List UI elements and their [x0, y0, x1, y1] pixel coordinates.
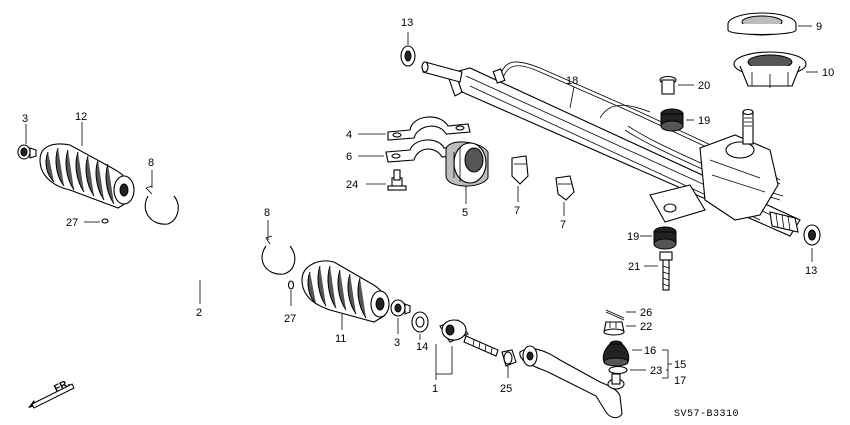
callout-4: 4 — [346, 129, 352, 141]
tie-rod-end — [519, 345, 625, 419]
nut-3-lower: 3 — [390, 299, 411, 349]
dust-boot-16: 16 — [602, 340, 656, 367]
castle-nut-22: 22 — [603, 321, 652, 336]
boot-11: 11 — [301, 260, 390, 345]
nut-25: 25 — [500, 349, 517, 395]
callout-20: 20 — [698, 80, 710, 92]
callout-21: 21 — [628, 261, 640, 273]
cap-20: 20 — [659, 75, 710, 95]
nut-3-upper: 3 — [17, 113, 37, 160]
mount-cushion-9: 9 — [727, 12, 822, 36]
clip-7b: 7 — [555, 175, 575, 231]
hose-2: 2 — [108, 231, 283, 319]
callout-23: 23 — [650, 365, 662, 377]
clamp-8-upper: 8 — [144, 157, 179, 225]
callout-18: 18 — [566, 75, 578, 87]
bracket-4: 4 — [346, 116, 471, 141]
callout-14: 14 — [416, 341, 428, 353]
clip-27-upper: 27 — [66, 217, 109, 229]
callout-2: 2 — [196, 307, 202, 319]
bushing-19-upper: 19 — [660, 108, 710, 132]
callout-19b: 19 — [627, 231, 639, 243]
clip-27-lower: 27 — [284, 280, 296, 325]
callout-19a: 19 — [698, 115, 710, 127]
bushing-19-lower: 19 — [627, 226, 677, 250]
callout-8b: 8 — [264, 207, 270, 219]
boot-12: 12 — [39, 111, 135, 209]
tie-rod-1: 1 — [432, 319, 499, 395]
seal-13-upper: 13 — [400, 17, 416, 67]
callout-3a: 3 — [22, 113, 28, 125]
direction-label: FR. — [52, 378, 71, 395]
callout-27b: 27 — [284, 313, 296, 325]
callout-1: 1 — [432, 383, 438, 395]
callout-15: 15 — [674, 359, 686, 371]
callout-10: 10 — [822, 67, 834, 79]
seal-13-lower: 13 — [803, 224, 821, 277]
assembly-15-17: 15 17 — [662, 349, 686, 387]
diagram-code: SV57-B3310 — [674, 409, 739, 420]
callout-22: 22 — [640, 321, 652, 333]
callout-11: 11 — [335, 333, 346, 345]
callout-16: 16 — [644, 345, 656, 357]
washer-14: 14 — [411, 311, 429, 353]
callout-13a: 13 — [401, 17, 413, 29]
ring-23: 23 — [608, 365, 662, 377]
bolt-21: 21 — [628, 251, 673, 291]
bolt-24: 24 — [346, 169, 407, 191]
callout-3b: 3 — [394, 337, 400, 349]
callout-5: 5 — [462, 207, 468, 219]
cotter-pin-26: 26 — [605, 307, 652, 321]
callout-24: 24 — [346, 179, 358, 191]
callout-7b: 7 — [560, 219, 566, 231]
callout-27a: 27 — [66, 217, 78, 229]
front-direction-arrow: FR. — [28, 378, 75, 409]
callout-17: 17 — [674, 375, 686, 387]
callout-13b: 13 — [805, 265, 817, 277]
steering-gearbox: 18 — [421, 61, 801, 237]
clamp-8-lower: 8 — [261, 207, 296, 275]
callout-9: 9 — [816, 21, 822, 33]
mount-cushion-10: 10 — [733, 51, 834, 88]
callout-8a: 8 — [148, 157, 154, 169]
callout-6: 6 — [346, 151, 352, 163]
callout-25: 25 — [500, 383, 512, 395]
clip-7a: 7 — [511, 155, 529, 217]
callout-12: 12 — [75, 111, 87, 123]
callout-26: 26 — [640, 307, 652, 319]
bushing-5: 5 — [445, 141, 489, 219]
callout-7a: 7 — [514, 205, 520, 217]
